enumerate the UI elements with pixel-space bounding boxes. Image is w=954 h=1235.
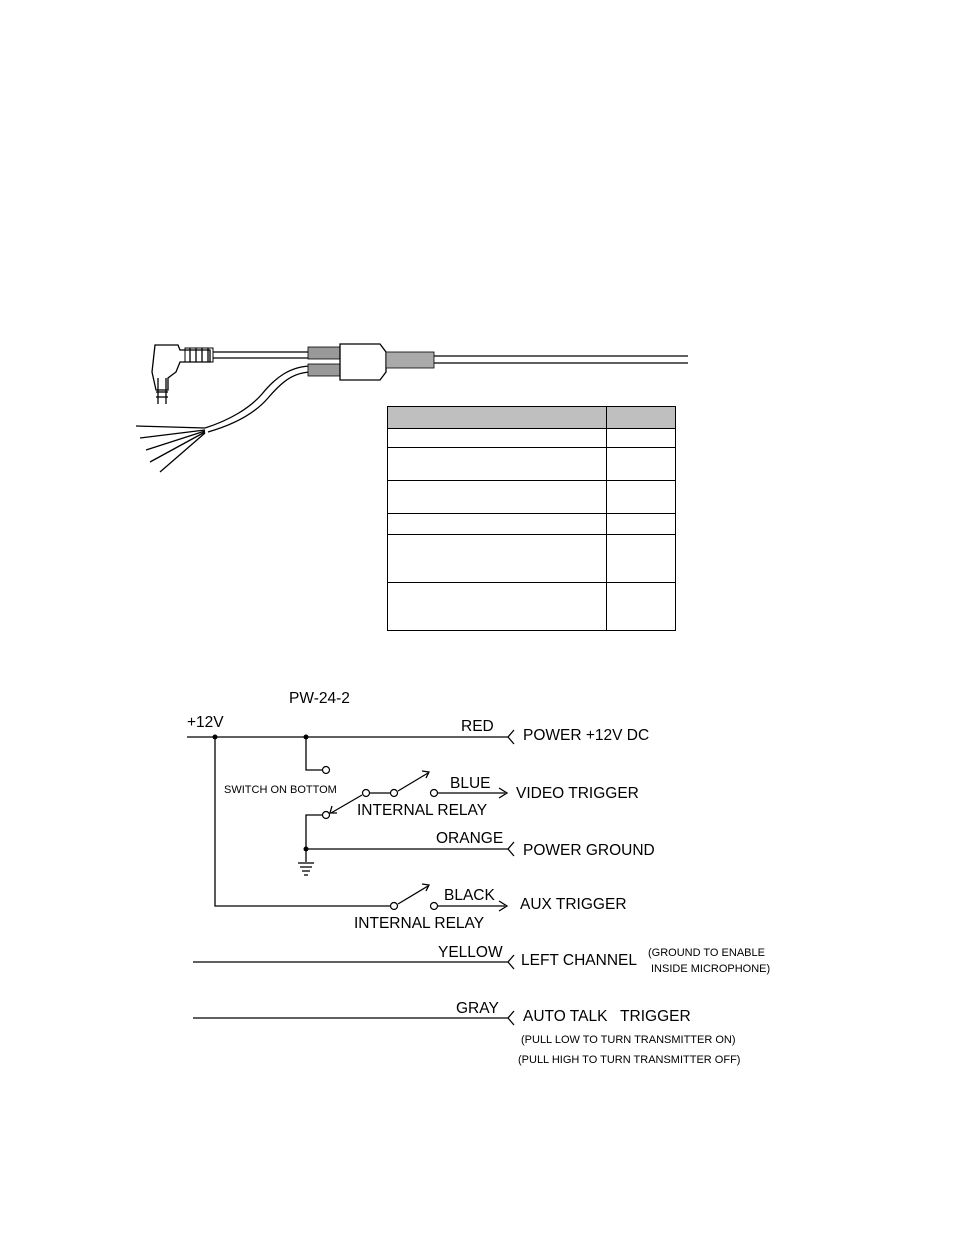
note-left-channel-2: INSIDE MICROPHONE) bbox=[651, 963, 770, 975]
table-row bbox=[387, 582, 676, 631]
cable-wires bbox=[204, 351, 313, 433]
wire-color-blue: BLUE bbox=[450, 775, 491, 792]
table-header-cell bbox=[606, 406, 676, 429]
note-auto-talk-2: (PULL HIGH TO TURN TRANSMITTER OFF) bbox=[518, 1054, 740, 1066]
table-cell bbox=[606, 447, 676, 481]
table-row bbox=[387, 534, 676, 583]
wire-color-red: RED bbox=[461, 718, 494, 735]
yellow-wire-line: YELLOW LEFT CHANNEL (GROUND TO ENABLE IN… bbox=[193, 944, 770, 975]
supply-rail bbox=[214, 737, 390, 907]
table-row bbox=[387, 428, 676, 448]
relay-label-video: INTERNAL RELAY bbox=[357, 802, 487, 819]
wire-function-power: POWER +12V DC bbox=[523, 727, 649, 744]
wire-function-auto-talk: AUTO TALK TRIGGER bbox=[523, 1008, 691, 1025]
table-cell bbox=[387, 534, 607, 583]
table-header-row bbox=[387, 406, 676, 429]
table-cell bbox=[387, 582, 607, 631]
wire-function-video: VIDEO TRIGGER bbox=[516, 785, 639, 802]
table-cell bbox=[606, 582, 676, 631]
splitter-housing bbox=[307, 343, 688, 381]
bottom-switch: SWITCH ON BOTTOM bbox=[224, 737, 337, 796]
model-label: PW-24-2 bbox=[289, 690, 350, 707]
wire-color-yellow: YELLOW bbox=[438, 944, 503, 961]
wire-function-ground: POWER GROUND bbox=[523, 842, 655, 859]
video-relay: BLUE INTERNAL RELAY VIDEO TRIGGER bbox=[321, 770, 639, 820]
note-auto-talk-1: (PULL LOW TO TURN TRANSMITTER ON) bbox=[521, 1034, 736, 1046]
wire-color-table bbox=[387, 406, 676, 631]
wire-color-orange: ORANGE bbox=[436, 830, 503, 847]
relay-label-aux: INTERNAL RELAY bbox=[354, 915, 484, 932]
supply-label: +12V bbox=[187, 714, 224, 731]
aux-relay: BLACK INTERNAL RELAY AUX TRIGGER bbox=[354, 883, 627, 932]
switch-label: SWITCH ON BOTTOM bbox=[224, 784, 337, 796]
wire-color-black: BLACK bbox=[444, 887, 495, 904]
table-header-cell bbox=[387, 406, 607, 429]
wire-function-left-channel: LEFT CHANNEL bbox=[521, 952, 637, 969]
orange-wire-line: ORANGE POWER GROUND bbox=[298, 814, 655, 876]
note-left-channel-1: (GROUND TO ENABLE bbox=[648, 947, 765, 959]
loose-wire-ends bbox=[135, 425, 206, 473]
table-cell bbox=[606, 534, 676, 583]
gray-wire-line: GRAY AUTO TALK TRIGGER (PULL LOW TO TURN… bbox=[193, 1000, 740, 1066]
cable-illustration bbox=[135, 343, 688, 473]
wire-function-aux: AUX TRIGGER bbox=[520, 896, 627, 913]
wire-color-gray: GRAY bbox=[456, 1000, 499, 1017]
plug-connector bbox=[151, 344, 214, 404]
red-wire-line: RED POWER +12V DC bbox=[187, 718, 649, 745]
